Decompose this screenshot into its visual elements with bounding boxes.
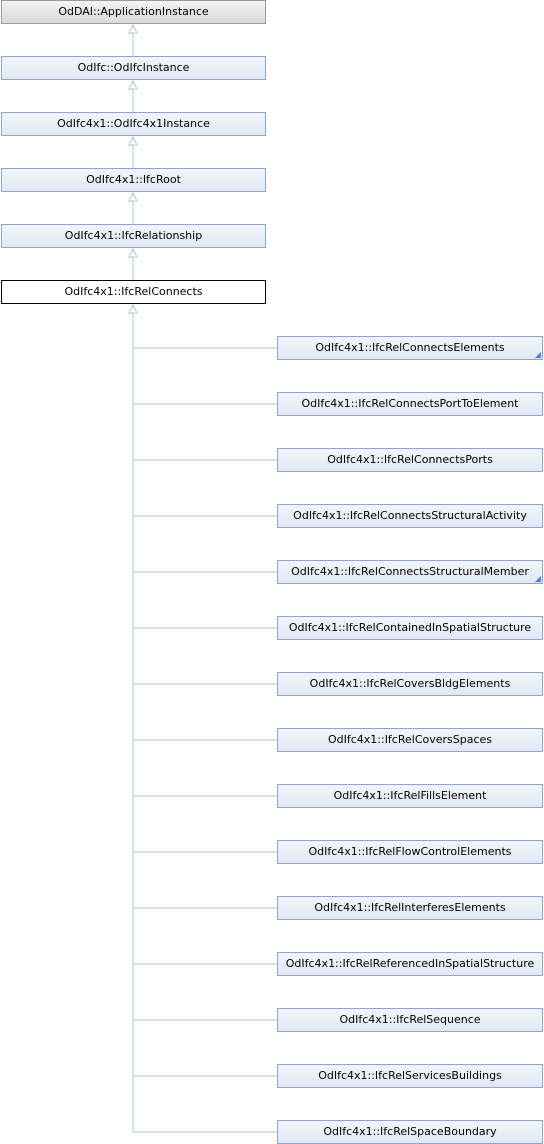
node-label: OdIfc4x1::IfcRelCoversBldgElements — [309, 677, 511, 690]
collapsed-subclasses-marker-icon — [535, 352, 541, 358]
subclass-node[interactable]: OdIfc4x1::IfcRelReferencedInSpatialStruc… — [277, 952, 543, 976]
node-label: OdIfc4x1::IfcRelContainedInSpatialStruct… — [288, 621, 532, 634]
ancestor-node[interactable]: OdDAI::ApplicationInstance — [1, 0, 266, 24]
node-label: OdIfc4x1::IfcRelConnects — [64, 285, 203, 298]
subclass-node[interactable]: OdIfc4x1::IfcRelFlowControlElements — [277, 840, 543, 864]
node-label: OdIfc4x1::IfcRelFillsElement — [333, 789, 487, 802]
node-label: OdIfc4x1::IfcRelSequence — [339, 1013, 481, 1026]
inheritance-arrowhead — [128, 191, 138, 202]
node-label: OdIfc4x1::IfcRelConnectsStructuralActivi… — [293, 509, 527, 522]
current-class-node: OdIfc4x1::IfcRelConnects — [1, 280, 266, 304]
subclass-node[interactable]: OdIfc4x1::IfcRelConnectsStructuralMember — [277, 560, 543, 584]
ancestor-node[interactable]: OdIfc4x1::OdIfc4x1Instance — [1, 112, 266, 136]
subclass-node[interactable]: OdIfc4x1::IfcRelCoversSpaces — [277, 728, 543, 752]
subclass-node[interactable]: OdIfc4x1::IfcRelConnectsPorts — [277, 448, 543, 472]
ancestor-node[interactable]: OdIfc4x1::IfcRelationship — [1, 224, 266, 248]
subclass-node[interactable]: OdIfc4x1::IfcRelServicesBuildings — [277, 1064, 543, 1088]
inheritance-arrowhead — [128, 135, 138, 146]
node-label: OdIfc4x1::IfcRelReferencedInSpatialStruc… — [285, 957, 535, 970]
ancestor-node[interactable]: OdIfc4x1::IfcRoot — [1, 168, 266, 192]
collapsed-subclasses-marker-icon — [535, 576, 541, 582]
subclass-node[interactable]: OdIfc4x1::IfcRelSpaceBoundary — [277, 1120, 543, 1144]
subclass-node[interactable]: OdIfc4x1::IfcRelFillsElement — [277, 784, 543, 808]
inheritance-arrowhead — [128, 79, 138, 90]
subclass-arrowhead — [128, 303, 138, 314]
node-label: OdIfc4x1::IfcRelSpaceBoundary — [323, 1125, 497, 1138]
node-label: OdDAI::ApplicationInstance — [58, 5, 209, 18]
node-label: OdIfc4x1::IfcRelCoversSpaces — [327, 733, 493, 746]
node-label: OdIfc4x1::IfcRelConnectsElements — [315, 341, 505, 354]
node-label: OdIfc4x1::OdIfc4x1Instance — [57, 117, 210, 130]
subclass-node[interactable]: OdIfc4x1::IfcRelInterferesElements — [277, 896, 543, 920]
subclass-node[interactable]: OdIfc4x1::IfcRelCoversBldgElements — [277, 672, 543, 696]
inheritance-arrowhead — [128, 247, 138, 258]
node-label: OdIfc4x1::IfcRelConnectsPortToElement — [301, 397, 519, 410]
subclass-node[interactable]: OdIfc4x1::IfcRelConnectsPortToElement — [277, 392, 543, 416]
inheritance-arrowhead — [128, 23, 138, 34]
node-label: OdIfc4x1::IfcRelationship — [64, 229, 203, 242]
node-label: OdIfc4x1::IfcRelConnectsStructuralMember — [291, 565, 529, 578]
node-label: OdIfc::OdIfcInstance — [77, 61, 190, 74]
subclass-node[interactable]: OdIfc4x1::IfcRelConnectsElements — [277, 336, 543, 360]
subclass-node[interactable]: OdIfc4x1::IfcRelSequence — [277, 1008, 543, 1032]
ancestor-node[interactable]: OdIfc::OdIfcInstance — [1, 56, 266, 80]
subclass-node[interactable]: OdIfc4x1::IfcRelContainedInSpatialStruct… — [277, 616, 543, 640]
node-label: OdIfc4x1::IfcRoot — [86, 173, 181, 186]
node-label: OdIfc4x1::IfcRelFlowControlElements — [308, 845, 512, 858]
node-label: OdIfc4x1::IfcRelServicesBuildings — [318, 1069, 502, 1082]
subclass-node[interactable]: OdIfc4x1::IfcRelConnectsStructuralActivi… — [277, 504, 543, 528]
node-label: OdIfc4x1::IfcRelInterferesElements — [314, 901, 506, 914]
node-label: OdIfc4x1::IfcRelConnectsPorts — [327, 453, 493, 466]
